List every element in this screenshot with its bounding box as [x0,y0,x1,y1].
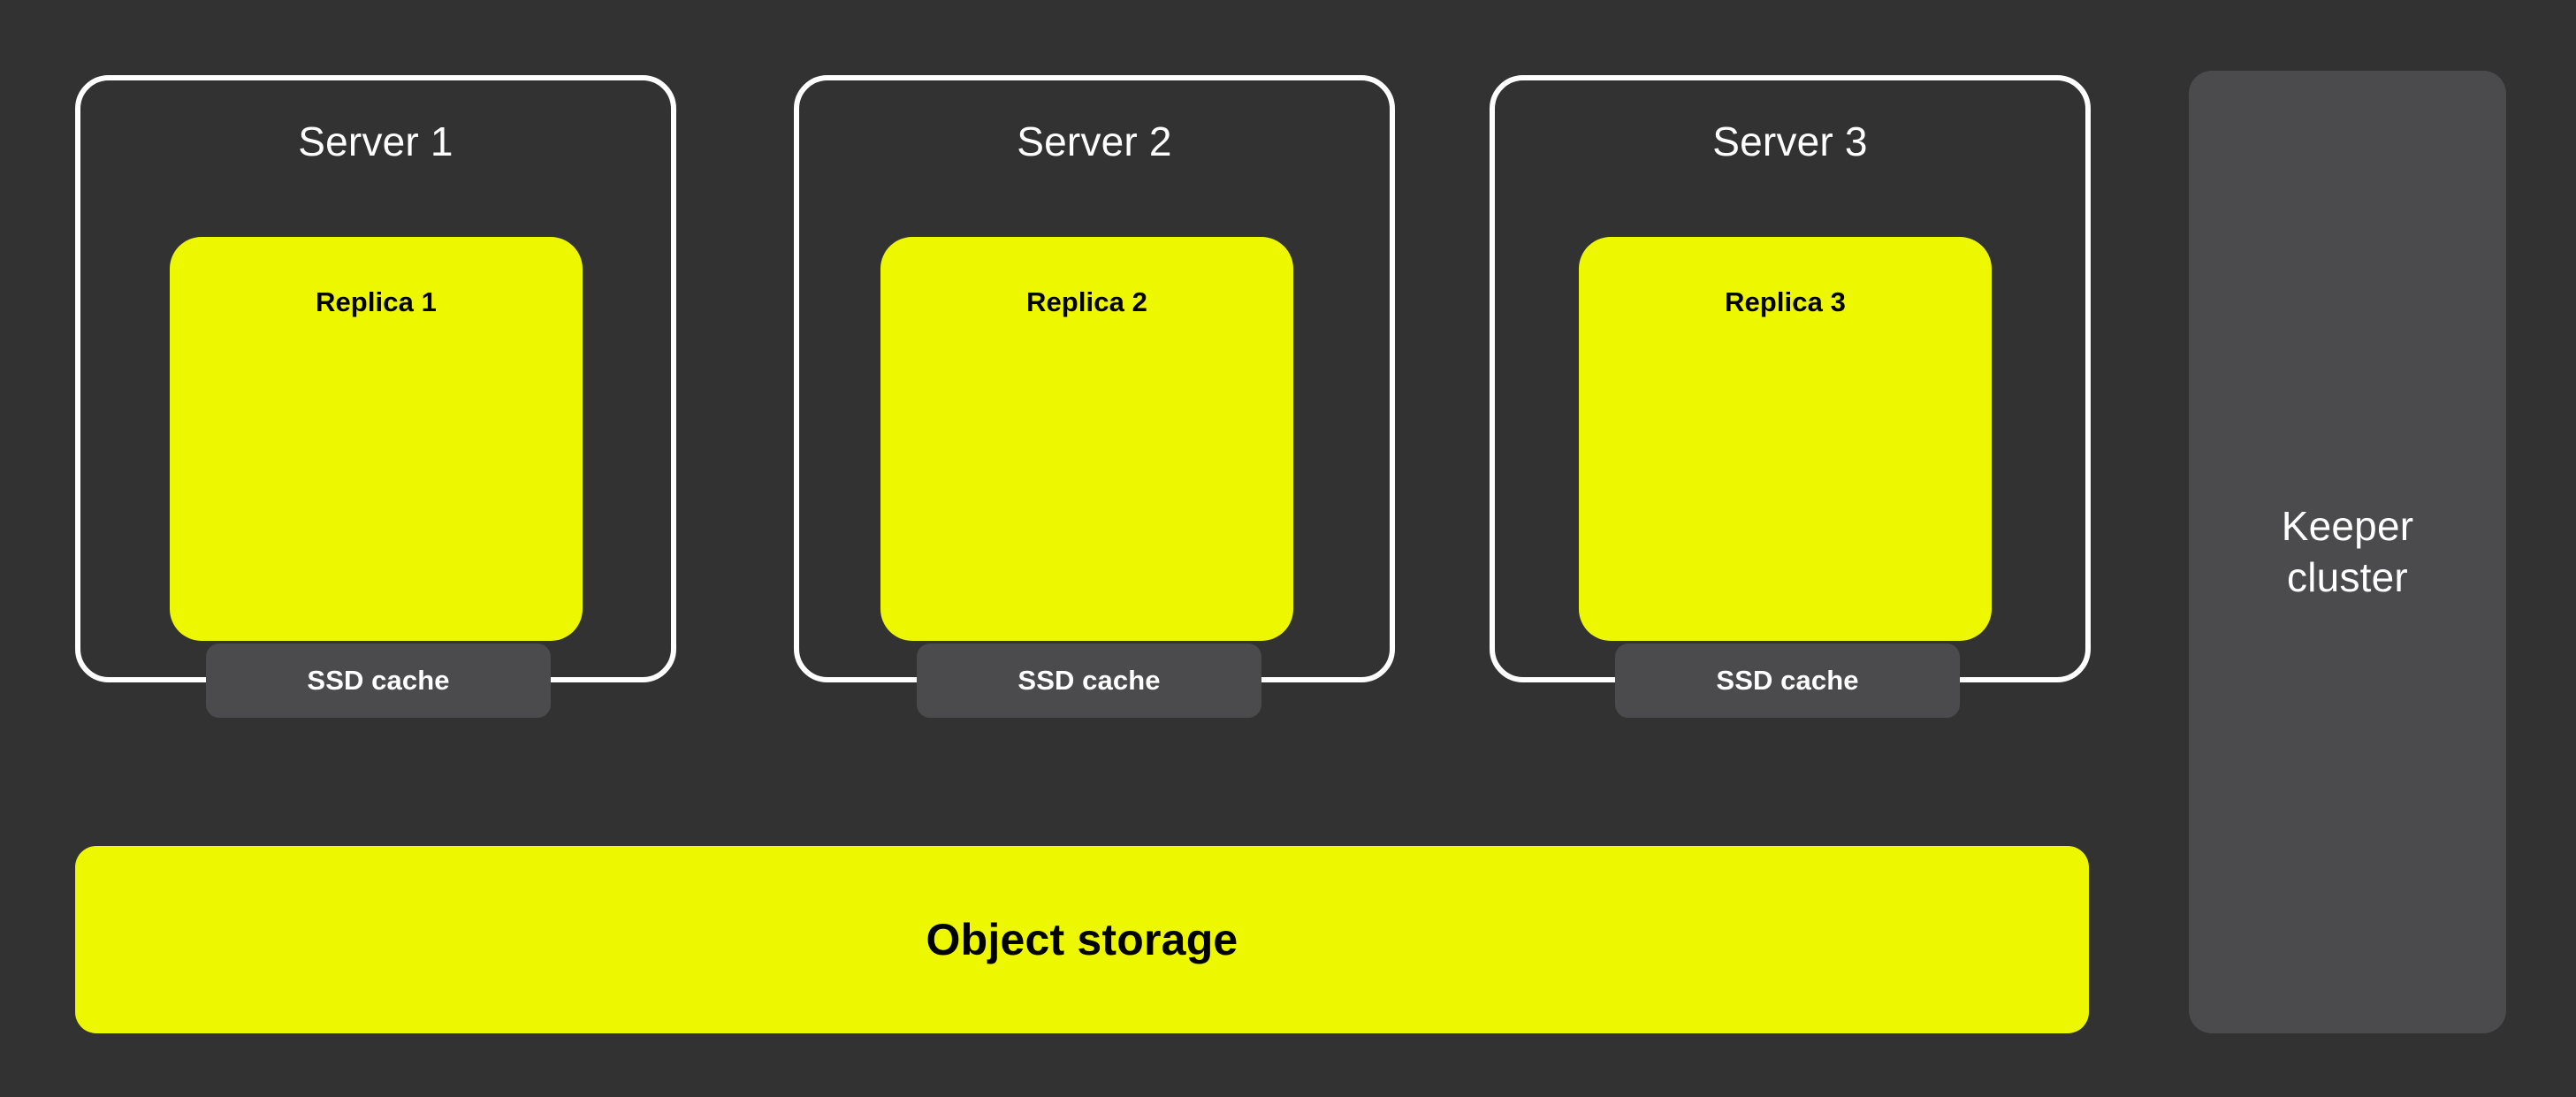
keeper-cluster-label-line1: Keeper [2281,503,2414,549]
ssd-cache-block-2: SSD cache [917,644,1261,718]
keeper-cluster-block: Keeper cluster [2189,71,2506,1033]
ssd-cache-label-2: SSD cache [1017,665,1161,696]
ssd-cache-label-1: SSD cache [307,665,450,696]
keeper-cluster-label: Keeper cluster [2282,501,2414,603]
server-title-3: Server 3 [1712,118,1868,164]
object-storage-block: Object storage [75,846,2089,1033]
ssd-cache-block-1: SSD cache [206,644,551,718]
object-storage-label: Object storage [926,915,1238,964]
server-title-1: Server 1 [298,118,453,164]
replica-block-1: Replica 1 [170,237,583,641]
replica-label-3: Replica 3 [1724,286,1847,317]
keeper-cluster-label-line2: cluster [2287,553,2408,600]
ssd-cache-label-3: SSD cache [1716,665,1859,696]
replica-label-1: Replica 1 [315,286,438,317]
replica-block-3: Replica 3 [1579,237,1992,641]
replica-label-2: Replica 2 [1025,286,1148,317]
ssd-cache-block-3: SSD cache [1615,644,1960,718]
replica-block-2: Replica 2 [880,237,1293,641]
server-title-2: Server 2 [1017,118,1172,164]
